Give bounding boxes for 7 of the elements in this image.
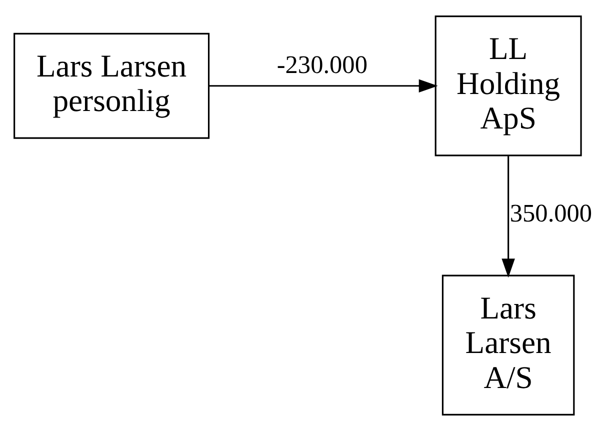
edge-label: 350.000 <box>510 200 592 228</box>
arrow <box>502 156 515 278</box>
node-box: Lars Larsen A/S <box>442 274 575 416</box>
node-box: LL Holding ApS <box>434 16 582 156</box>
arrow <box>209 79 438 93</box>
node-box: Lars Larsen personlig <box>14 32 210 139</box>
edge-label: -230.000 <box>276 50 368 79</box>
